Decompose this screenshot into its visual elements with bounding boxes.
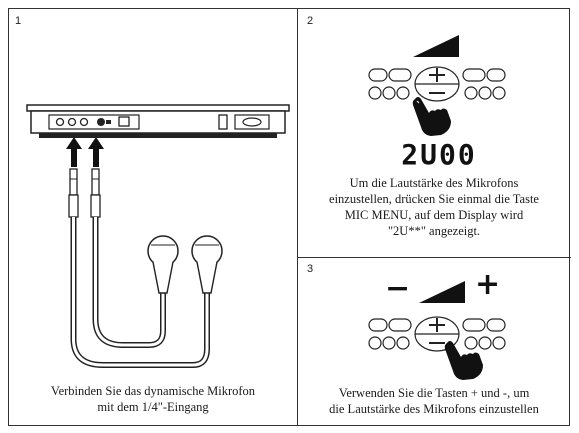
caption-line: die Lautstärke des Mikrofons einzustelle… [329,402,539,416]
panel-3-caption: Verwenden Sie die Tasten + und -, um die… [297,385,571,417]
panel-divider-vertical [297,9,298,425]
pointing-hand-icon [412,97,451,136]
lcd-display: 2U00 [401,138,476,171]
button-grid-icon [368,66,506,102]
panel-1-number: 1 [15,15,22,27]
button-grid-icon [368,316,506,352]
plus-label: + [475,267,501,302]
caption-line: Um die Lautstärke des Mikrofons [349,176,519,190]
microphone-icon [68,168,223,368]
caption-line: Verwenden Sie die Tasten + und -, um [338,386,530,400]
pointing-hand-icon [444,341,483,380]
panel-2-caption: Um die Lautstärke des Mikrofons einzuste… [297,175,571,239]
instruction-frame: 1 [8,8,571,426]
mixer-device-icon [26,104,290,138]
minus-label: − [385,271,411,306]
caption-line: Verbinden Sie das dynamische Mikrofon [50,384,256,398]
panel-2-number: 2 [307,15,314,27]
volume-ramp-icon [413,35,459,57]
caption-line: MIC MENU, auf dem Display wird [344,208,524,222]
arrow-up-icon [66,137,104,167]
lcd-display-text: 2U00 [401,138,476,171]
volume-ramp-icon [419,281,465,303]
panel-3-number: 3 [307,263,314,275]
panel-divider-horizontal [297,257,571,258]
panel-1-caption: Verbinden Sie das dynamische Mikrofon mi… [9,383,297,415]
caption-line: mit dem 1/4"-Eingang [97,400,209,414]
caption-line: "2U**" angezeigt. [387,224,481,238]
caption-line: einzustellen, drücken Sie einmal die Tas… [329,192,539,206]
